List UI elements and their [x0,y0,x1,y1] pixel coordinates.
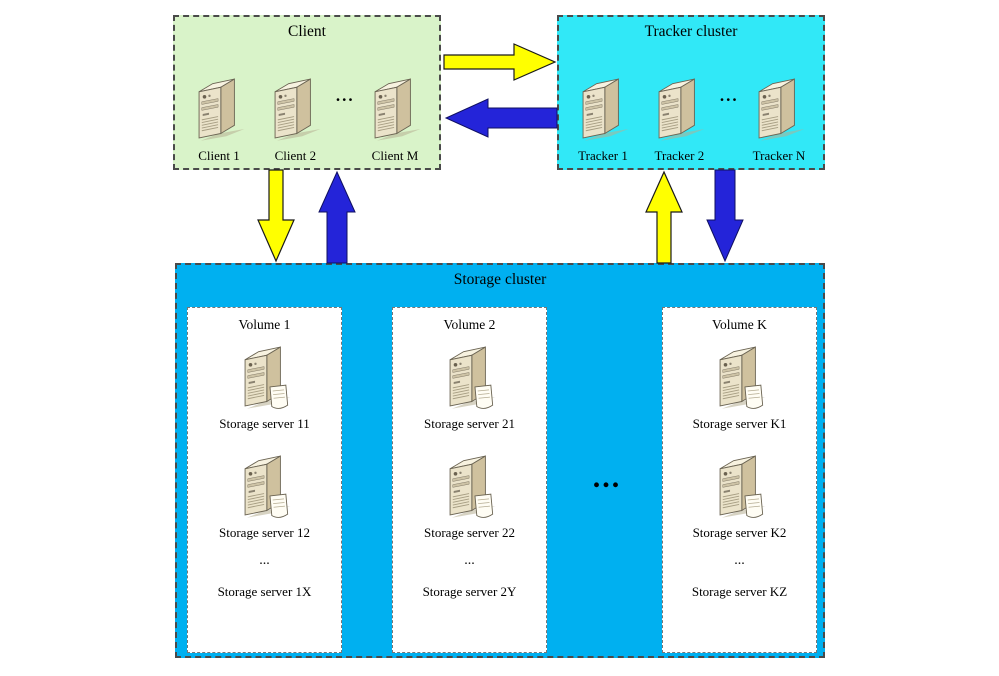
arrow-tracker-to-client [444,98,558,138]
volume-2-ellipsis: ... [464,553,475,568]
storage-server-1x-label: Storage server 1X [217,584,312,599]
client-m: Client M [359,73,431,164]
server-icon [650,73,708,145]
volume-k: Volume K Storage server K1 Storage serve… [662,307,817,653]
storage-server-icon [441,341,499,413]
storage-cluster-group: Storage cluster Volume 1 Storage server … [175,263,825,658]
tracker-cluster-title: Tracker cluster [644,23,738,40]
client-m-label: Client M [371,148,419,163]
server-icon [574,73,632,145]
storage-volumes-ellipsis: ... [592,461,622,494]
volume-2: Volume 2 Storage server 21 Storage serve… [392,307,547,653]
storage-server-21-label: Storage server 21 [424,416,515,431]
storage-server-12: Storage server 12 [219,450,310,541]
arrow-client-to-tracker [443,43,557,81]
arrow-storage-to-client [318,170,356,264]
arrow-storage-to-tracker [645,170,683,264]
storage-server-kz-label: Storage server KZ [691,584,788,599]
tracker-2-label: Tracker 2 [654,148,705,163]
arrow-tracker-to-storage [706,169,744,263]
storage-server-icon [441,450,499,522]
tracker-n: Tracker N [743,73,815,164]
server-icon [366,73,424,145]
tracker-1: Tracker 1 [567,73,639,164]
tracker-2: Tracker 2 [643,73,715,164]
volume-k-ellipsis: ... [734,553,745,568]
storage-server-12-label: Storage server 12 [219,525,310,540]
client-2: Client 2 [259,73,331,164]
server-icon [266,73,324,145]
storage-server-22-label: Storage server 22 [424,525,515,540]
storage-server-2y-label: Storage server 2Y [422,584,517,599]
client-group-title: Client [288,23,326,40]
storage-server-22: Storage server 22 [424,450,515,541]
volume-2-title: Volume 2 [443,317,496,332]
tracker-cluster-group: Tracker cluster Tracker 1 Tracker 2 ... … [557,15,825,170]
storage-server-11-label: Storage server 11 [219,416,310,431]
storage-server-icon [236,341,294,413]
storage-server-21: Storage server 21 [424,341,515,432]
storage-server-icon [236,450,294,522]
volume-k-title: Volume K [712,317,767,332]
tracker-server-row: Tracker 1 Tracker 2 ... Tracker N [567,73,815,164]
server-icon [190,73,248,145]
client-1-label: Client 1 [198,148,240,163]
client-1: Client 1 [183,73,255,164]
arrow-client-to-storage [257,169,295,263]
storage-server-k1-label: Storage server K1 [692,416,787,431]
storage-server-k2: Storage server K2 [693,450,786,541]
client-2-label: Client 2 [274,148,317,163]
server-icon [750,73,808,145]
storage-server-k2-label: Storage server K2 [692,525,787,540]
volume-1-ellipsis: ... [259,553,270,568]
tracker-n-label: Tracker N [752,148,806,163]
client-server-row: Client 1 Client 2 ... Client M [183,73,431,164]
tracker-1-label: Tracker 1 [578,148,628,163]
client-ellipsis: ... [335,86,355,105]
volume-1-title: Volume 1 [238,317,291,332]
volume-1: Volume 1 Storage server 11 Storage serve… [187,307,342,653]
storage-server-k1: Storage server K1 [693,341,786,432]
storage-server-icon [711,341,769,413]
storage-server-11: Storage server 11 [219,341,310,432]
tracker-ellipsis: ... [719,86,739,105]
storage-server-icon [711,450,769,522]
client-group: Client Client 1 Client 2 ... Client M [173,15,441,170]
storage-cluster-title: Storage cluster [453,271,547,288]
